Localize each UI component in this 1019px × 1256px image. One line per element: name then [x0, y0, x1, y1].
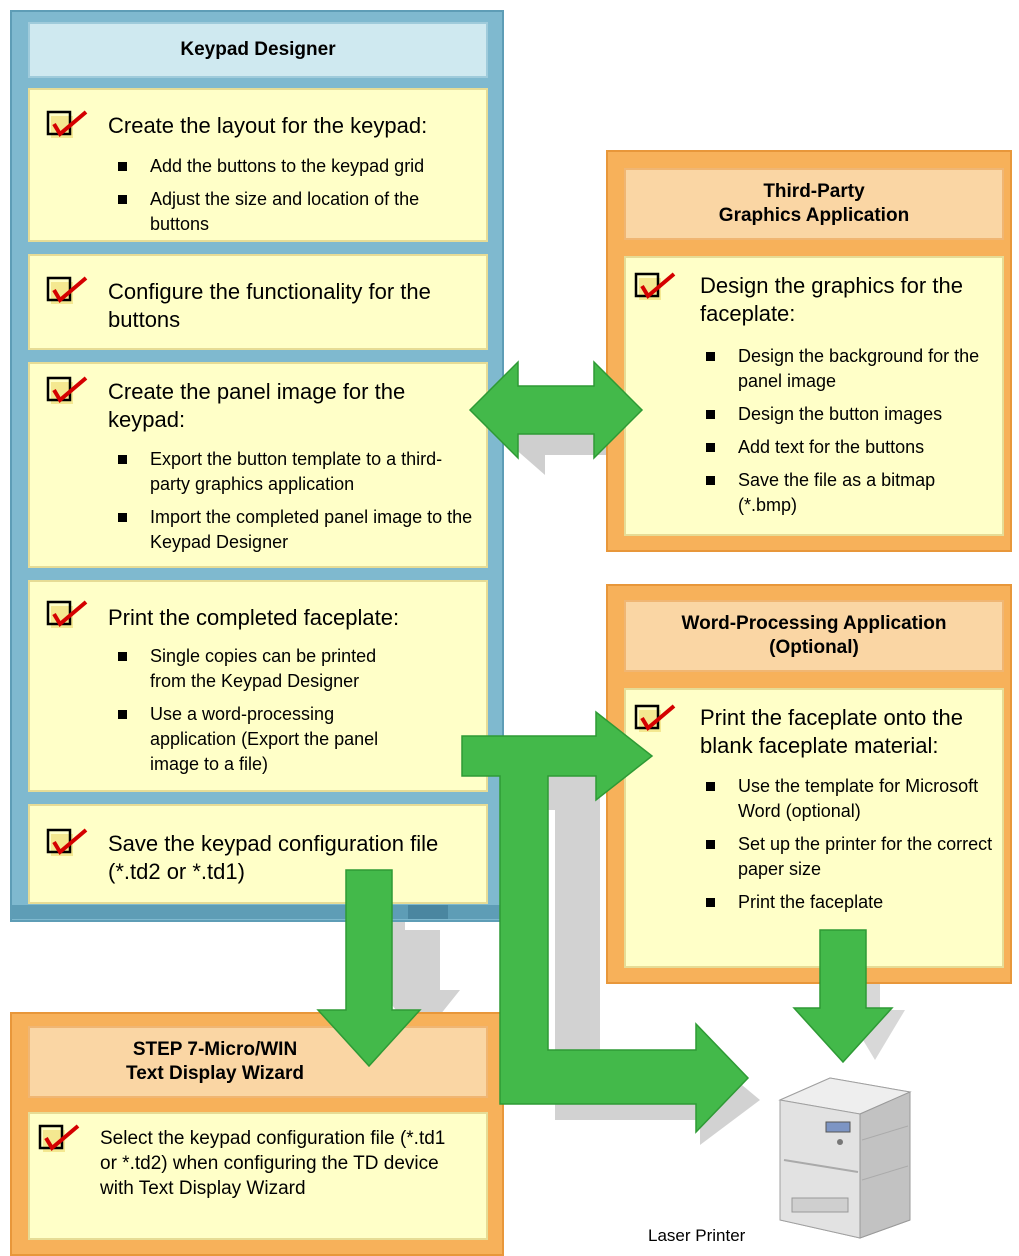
list-item: Print the faceplate [700, 890, 996, 915]
list-item: Design the background for the panel imag… [700, 344, 996, 394]
keypad-designer-title: Keypad Designer [180, 39, 336, 60]
graphics-app-title: Third-Party Graphics Application [718, 181, 910, 226]
word-app-header: Word-Processing Application (Optional) [624, 600, 1004, 672]
list-item: Use a word-processing application (Expor… [112, 702, 412, 777]
step-panel-layout: Create the layout for the keypad: Add th… [28, 88, 488, 242]
step-panel-save: Save the keypad configuration file (*.td… [28, 804, 488, 904]
step7-header: STEP 7-Micro/WIN Text Display Wizard [28, 1026, 488, 1098]
keypad-designer-header: Keypad Designer [28, 22, 488, 78]
keypad-frame-accent [408, 905, 448, 919]
step-title: Print the faceplate onto the blank facep… [700, 705, 963, 758]
list-item: Add the buttons to the keypad grid [112, 154, 482, 179]
printer-caption: Laser Printer [648, 1226, 746, 1245]
list-item: Add text for the buttons [700, 435, 996, 460]
step-panel-print: Print the completed faceplate: Single co… [28, 580, 488, 792]
list-item: Set up the printer for the correct paper… [700, 832, 996, 882]
step-title: Configure the functionality for the butt… [108, 279, 431, 332]
graphics-app-header: Third-Party Graphics Application [624, 168, 1004, 240]
list-item: Adjust the size and location of the butt… [112, 187, 482, 237]
list-item: Export the button template to a third-pa… [112, 447, 482, 497]
checkmark-box-icon [46, 600, 88, 628]
step-panel-panel-image: Create the panel image for the keypad: E… [28, 362, 488, 568]
graphics-app-panel: Design the graphics for the faceplate: D… [624, 256, 1004, 536]
step-title: Select the keypad configuration file (*.… [100, 1128, 446, 1199]
l-arrow-shadow [510, 760, 760, 1145]
list-item: Design the button images [700, 402, 996, 427]
step7-panel: Select the keypad configuration file (*.… [28, 1112, 488, 1240]
step-title: Design the graphics for the faceplate: [700, 273, 963, 326]
checkmark-box-icon [46, 376, 88, 404]
laser-printer-icon [778, 1077, 912, 1239]
list-item: Import the completed panel image to the … [112, 505, 482, 555]
l-arrow-icon [461, 710, 750, 1134]
double-arrow-icon [468, 360, 644, 460]
checkmark-box-icon [38, 1124, 80, 1152]
step-title: Create the panel image for the keypad: [108, 379, 406, 432]
checkmark-box-icon [634, 272, 676, 300]
list-item: Use the template for Microsoft Word (opt… [700, 774, 996, 824]
down-arrow-icon [316, 869, 422, 1068]
printer-down-arrow-icon [792, 929, 894, 1064]
checkmark-box-icon [46, 828, 88, 856]
list-item: Save the file as a bitmap (*.bmp) [700, 468, 996, 518]
step-title: Print the completed faceplate: [108, 605, 400, 630]
checkmark-box-icon [634, 704, 676, 732]
word-app-panel: Print the faceplate onto the blank facep… [624, 688, 1004, 968]
step-panel-functionality: Configure the functionality for the butt… [28, 254, 488, 350]
step7-title: STEP 7-Micro/WIN Text Display Wizard [126, 1039, 304, 1084]
checkmark-box-icon [46, 110, 88, 138]
word-app-title: Word-Processing Application (Optional) [681, 613, 947, 658]
step-title: Save the keypad configuration file (*.td… [108, 831, 439, 884]
list-item: Single copies can be printed from the Ke… [112, 644, 412, 694]
step-title: Create the layout for the keypad: [108, 113, 428, 138]
checkmark-box-icon [46, 276, 88, 304]
